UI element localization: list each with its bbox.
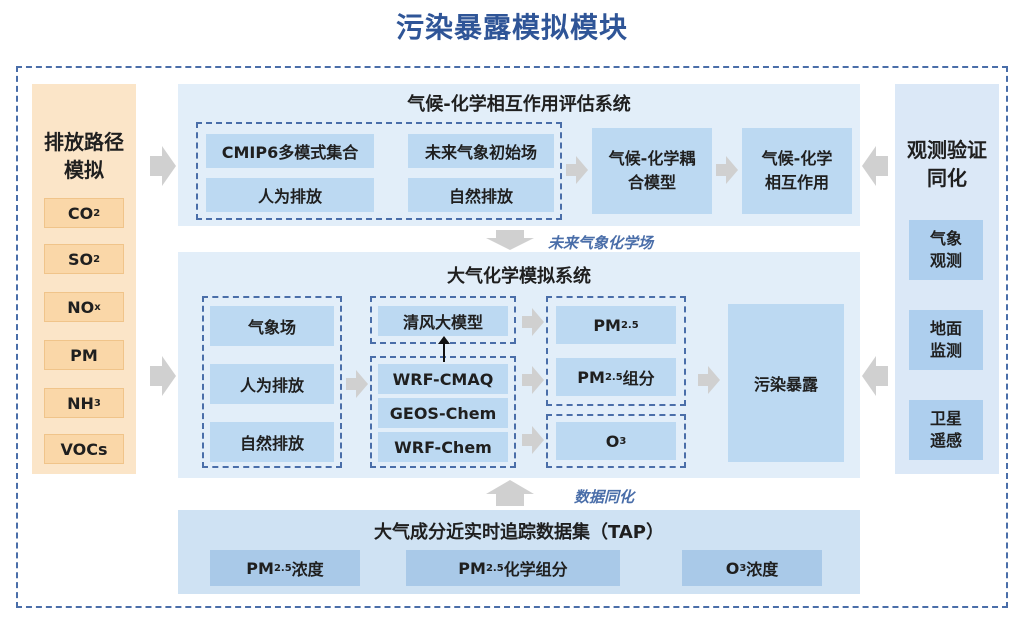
arrow-coupled-to-interaction	[716, 156, 738, 184]
observation-item-meteo: 气象观测	[909, 220, 983, 280]
emission-panel-heading: 排放路径 模拟	[32, 128, 136, 184]
future-meteo-init-box: 未来气象初始场	[408, 134, 554, 168]
future-field-label: 未来气象化学场	[548, 234, 654, 252]
observation-item-satellite: 卫星遥感	[909, 400, 983, 460]
mid-anthropogenic-box: 人为排放	[210, 364, 334, 404]
interaction-box: 气候-化学相互作用	[742, 128, 852, 214]
arrow-inputs-to-coupled	[566, 156, 588, 184]
observation-heading-line2: 同化	[927, 166, 967, 190]
arrow-right-to-top	[862, 146, 888, 186]
arrow-top-to-mid	[486, 230, 534, 250]
arrow-outputs-to-exposure	[698, 366, 720, 394]
qingfeng-model-box: 清风大模型	[378, 306, 508, 336]
arrow-chem-to-o3	[522, 426, 544, 454]
climate-chem-heading: 气候-化学相互作用评估系统	[407, 94, 631, 115]
arrow-right-to-mid	[862, 356, 888, 396]
arrow-bottom-to-mid	[486, 480, 534, 506]
emission-item-vocs: VOCs	[44, 434, 124, 464]
emission-heading-line1: 排放路径	[44, 130, 124, 154]
module-frame	[16, 66, 1008, 608]
emission-item-pm: PM	[44, 340, 124, 370]
assimilation-label: 数据同化	[574, 488, 635, 506]
anthropogenic-emission-box: 人为排放	[206, 178, 374, 212]
geos-chem-box: GEOS-Chem	[378, 398, 508, 428]
exposure-box: 污染暴露	[728, 304, 844, 462]
page-title: 污染暴露模拟模块	[395, 11, 628, 44]
o3-output-group	[546, 414, 686, 468]
pm-outputs-group	[546, 296, 686, 406]
arrow-left-to-top	[150, 146, 176, 186]
coupled-model-box: 气候-化学耦合模型	[592, 128, 712, 214]
natural-emission-box: 自然排放	[408, 178, 554, 212]
meteo-field-box: 气象场	[210, 306, 334, 346]
arrow-inputs-to-models	[346, 370, 368, 398]
observation-item-ground: 地面监测	[909, 310, 983, 370]
mid-inputs-group	[202, 296, 342, 468]
wrf-chem-box: WRF-Chem	[378, 432, 508, 462]
mid-natural-box: 自然排放	[210, 422, 334, 462]
arrow-cmaq-to-pm-comp	[522, 366, 544, 394]
wrf-cmaq-box: WRF-CMAQ	[378, 364, 508, 394]
cmip6-box: CMIP6多模式集合	[206, 134, 374, 168]
tap-heading: 大气成分近实时追踪数据集（TAP）	[373, 522, 664, 543]
observation-heading-line1: 观测验证	[907, 138, 987, 162]
observation-panel-heading: 观测验证 同化	[895, 136, 999, 192]
emission-heading-line2: 模拟	[64, 158, 104, 182]
climate-inputs-group	[196, 122, 562, 220]
arrow-big-model-to-pm	[522, 308, 544, 336]
atmos-chem-heading: 大气化学模拟系统	[447, 266, 591, 287]
arrow-left-to-mid	[150, 356, 176, 396]
